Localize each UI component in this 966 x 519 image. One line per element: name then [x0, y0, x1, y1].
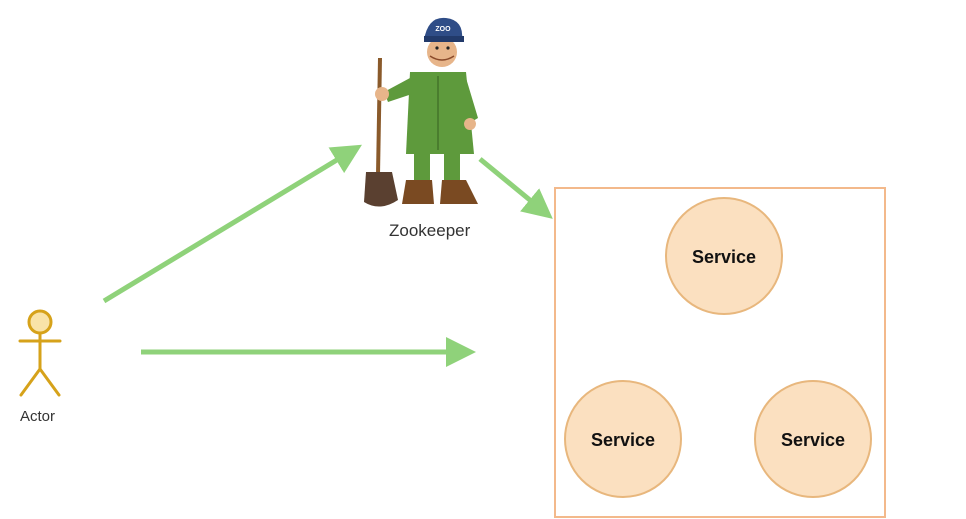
service-label: Service	[781, 430, 845, 450]
service-label: Service	[692, 247, 756, 267]
zookeeper-icon: ZOO	[364, 17, 478, 207]
arrow-zookeeper-to-services	[478, 157, 553, 219]
actor-icon	[18, 309, 62, 397]
service-node: Service	[665, 197, 783, 315]
service-label: Service	[591, 430, 655, 450]
arrow-actor-to-zookeeper	[102, 144, 362, 304]
actor-label: Actor	[20, 408, 56, 425]
service-node: Service	[754, 380, 872, 498]
zookeeper-label: Zookeeper	[389, 221, 471, 240]
zookeeper-hat-text: ZOO	[435, 26, 451, 33]
service-node: Service	[564, 380, 682, 498]
